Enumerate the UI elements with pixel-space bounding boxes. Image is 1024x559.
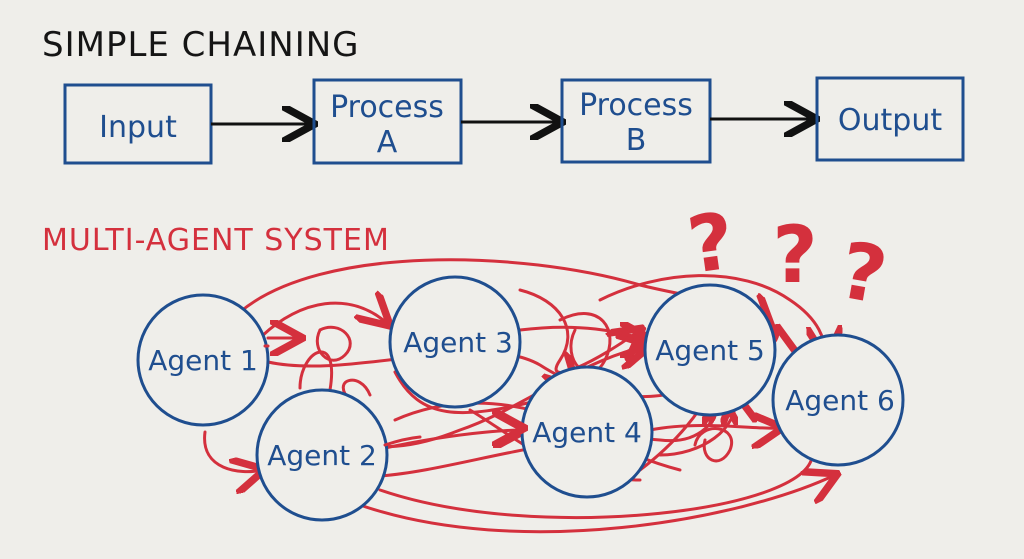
multi-agent-title: MULTI-AGENT SYSTEM: [42, 223, 390, 258]
agent-2-node: Agent 2: [255, 388, 389, 522]
connection-line: [558, 312, 612, 374]
connection-arrow: [358, 475, 835, 534]
chain-box-process-b-line2: B: [626, 123, 647, 158]
connection-line: [693, 427, 734, 463]
connection-arrow: [518, 288, 640, 374]
chain-box-process-a-line1: Process: [330, 90, 444, 125]
chain-box-process-b: Process B: [560, 78, 712, 164]
agent-5-node: Agent 5: [643, 283, 777, 417]
agent-6-label: Agent 6: [785, 384, 895, 417]
simple-chaining-title: SIMPLE CHAINING: [42, 25, 360, 65]
chain-box-process-a: Process A: [312, 78, 463, 165]
agent-5-label: Agent 5: [655, 334, 765, 367]
question-mark-icon: ?: [833, 226, 893, 322]
chain-box-output: Output: [815, 76, 965, 162]
agent-3-label: Agent 3: [403, 326, 513, 359]
agent-1-label: Agent 1: [148, 344, 258, 377]
overlay-arrows: [263, 338, 522, 447]
agent-4-label: Agent 4: [532, 416, 642, 449]
chain-box-process-b-line1: Process: [579, 88, 693, 123]
question-mark-icon: ?: [772, 211, 817, 301]
chain-box-input-label: Input: [99, 110, 177, 145]
chain-box-process-a-line2: A: [377, 125, 398, 160]
connection-line: [383, 435, 422, 447]
agent-2-label: Agent 2: [267, 439, 377, 472]
agent-3-node: Agent 3: [388, 275, 522, 409]
agent-6-node: Agent 6: [771, 333, 905, 467]
agent-4-node: Agent 4: [520, 365, 654, 499]
agent-1-node: Agent 1: [136, 293, 270, 427]
chain-box-input: Input: [63, 83, 213, 165]
connection-arrow: [598, 274, 826, 356]
connection-line: [378, 450, 814, 520]
connection-arrow: [203, 430, 262, 472]
connection-line: [315, 325, 352, 362]
chain-box-output-label: Output: [838, 103, 942, 138]
connection-arrow: [260, 303, 388, 338]
